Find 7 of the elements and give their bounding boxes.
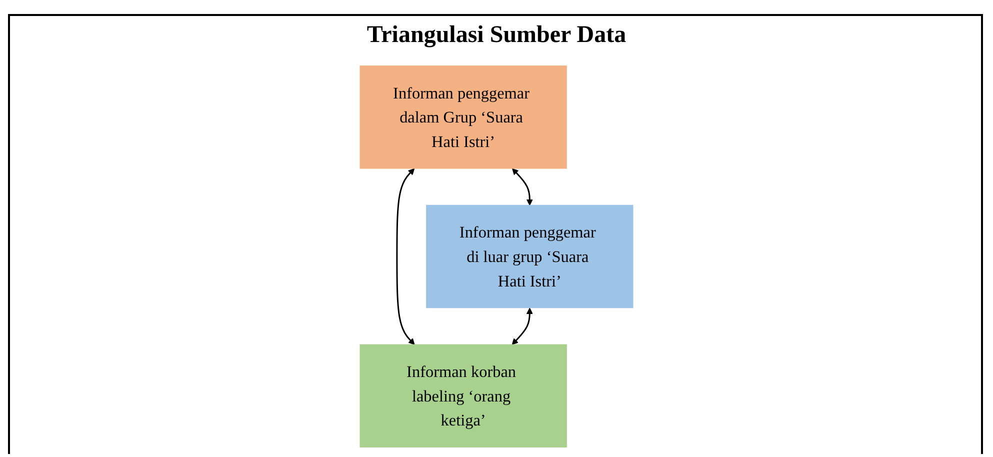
diagram-title: Triangulasi Sumber Data (366, 22, 626, 49)
arrow (512, 168, 533, 206)
arrow (396, 168, 415, 345)
node-box: Informan penggemar di luar grup ‘Suara Hati Istri’ (426, 204, 634, 308)
node-box: Informan penggemar dalam Grup ‘Suara Hati Istri’ (360, 66, 567, 169)
arrow (512, 308, 533, 345)
node-box: Informan korban labeling ‘orang ketiga’ (360, 344, 567, 448)
